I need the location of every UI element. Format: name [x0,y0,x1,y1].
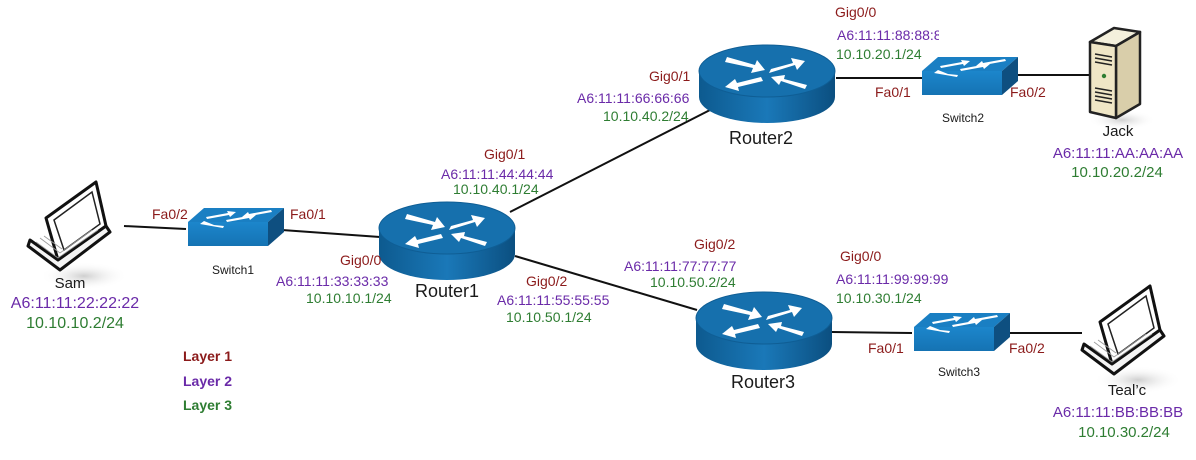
host-ip-tealc: 10.10.30.2/24 [1078,424,1170,441]
router-icon-router1[interactable] [378,201,516,281]
router1-gig0-1-port: Gig0/1 [484,146,526,162]
host-name-sam: Sam [54,275,86,292]
router2-gig0-0-port: Gig0/0 [835,4,877,20]
laptop-icon-tealc[interactable] [1080,284,1184,396]
router-icon-router3[interactable] [695,291,833,371]
legend-layer-2: Layer 2 [183,373,233,389]
switch2-port-fa0-1: Fa0/1 [875,84,911,100]
router1-gig0-0-port: Gig0/0 [340,252,382,268]
switch-name-switch2: Switch2 [942,111,985,125]
router3-gig0-0-mac: A6:11:11:99:99:99 [836,271,949,287]
server-icon-jack[interactable] [1086,26,1158,132]
router-icon-router2[interactable] [698,44,836,124]
host-mac-tealc: A6:11:11:BB:BB:BB [1052,404,1184,421]
switch2-port-fa0-2: Fa0/2 [1010,84,1046,100]
router-name-router2: Router2 [729,128,794,148]
host-ip-jack: 10.10.20.2/24 [1071,164,1163,181]
switch1-port-fa0-2: Fa0/2 [152,206,188,222]
router1-gig0-0-mac: A6:11:11:33:33:33 [276,273,389,289]
router3-gig0-0-port: Gig0/0 [840,248,882,264]
host-name-jack: Jack [1102,123,1134,140]
legend-layer-3: Layer 3 [183,397,233,413]
host-name-tealc: Teal’c [1107,382,1147,399]
router3-gig0-2-port: Gig0/2 [694,236,736,252]
router-name-router3: Router3 [731,372,796,392]
router1-gig0-1-ip: 10.10.40.1/24 [453,181,539,197]
host-mac-jack: A6:11:11:AA:AA:AA [1052,145,1184,162]
link-router1-router3 [514,255,698,311]
link-router3-switch3 [831,331,913,334]
switch-icon-switch2[interactable] [922,57,1018,95]
switch3-port-fa0-1: Fa0/1 [868,340,904,356]
legend-layer-1: Layer 1 [183,348,233,364]
router1-gig0-0-ip: 10.10.10.1/24 [306,290,392,306]
laptop-icon-sam[interactable] [26,180,130,292]
router3-gig0-2-ip: 10.10.50.2/24 [650,274,736,290]
switch1-port-fa0-1: Fa0/1 [290,206,326,222]
switch-icon-switch3[interactable] [914,313,1010,351]
router3-gig0-0-ip: 10.10.30.1/24 [836,290,922,306]
host-ip-sam: 10.10.10.2/24 [26,315,124,332]
link-switch1-router1 [281,229,381,238]
router-name-router1: Router1 [415,281,480,301]
switch3-port-fa0-2: Fa0/2 [1009,340,1045,356]
router2-gig0-1-ip: 10.10.40.2/24 [603,108,689,124]
switch-icon-switch1[interactable] [188,208,284,246]
links [123,74,1090,334]
switch-name-switch1: Switch1 [212,263,255,277]
switch-name-switch3: Switch3 [938,365,981,379]
router2-gig0-0-ip: 10.10.20.1/24 [836,46,922,62]
router2-gig0-1-mac: A6:11:11:66:66:66 [577,90,690,106]
link-sam-switch1 [123,225,187,230]
link-router1-router2 [509,109,711,213]
router2-gig0-0-mac: A6:11:11:88:88:8 [837,27,939,43]
router1-gig0-2-port: Gig0/2 [526,273,568,289]
router1-gig0-2-ip: 10.10.50.1/24 [506,309,592,325]
router1-gig0-2-mac: A6:11:11:55:55:55 [497,292,610,308]
host-mac-sam: A6:11:11:22:22:22 [10,295,140,312]
router1-gig0-1-mac: A6:11:11:44:44:44 [441,166,554,182]
router2-gig0-1-port: Gig0/1 [649,68,691,84]
router3-gig0-2-mac: A6:11:11:77:77:77 [624,258,737,274]
